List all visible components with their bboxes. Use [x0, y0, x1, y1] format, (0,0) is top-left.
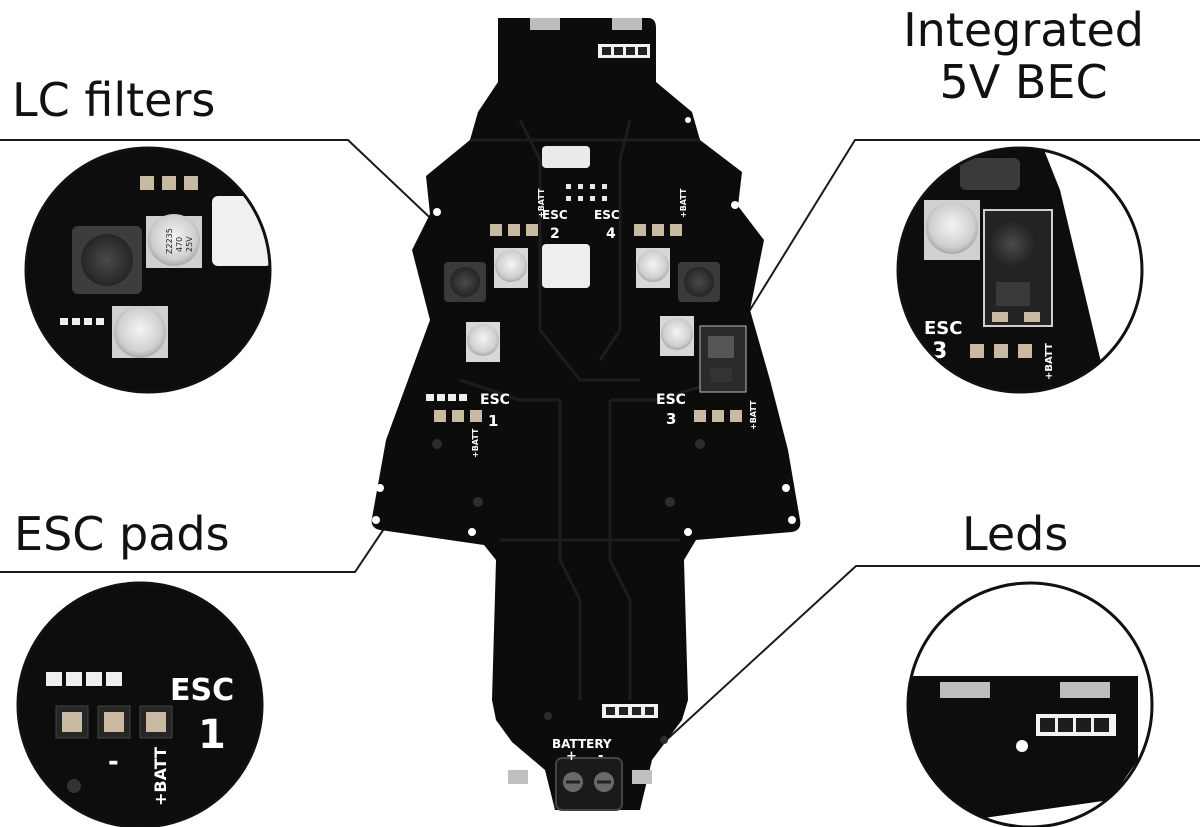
zoom-bec-batt: +BATT [1044, 343, 1055, 380]
zoom-lc-filters: Z2235 470 25V [24, 146, 272, 394]
zoom-pad-row [55, 705, 173, 739]
side-connector-left [508, 770, 528, 784]
esc4-label: ESC [594, 208, 620, 222]
zoom-capacitor-top: Z2235 470 25V [146, 214, 202, 268]
leader-bec [744, 139, 1200, 319]
zoom-cap-code: Z2235 [165, 228, 174, 254]
esc4-pads [634, 224, 682, 236]
mounting-slot-top [542, 146, 590, 168]
callout-esc-pads: ESC pads [14, 507, 230, 561]
capacitor-mid-right [660, 316, 694, 356]
capacitor-top-left [494, 248, 528, 288]
zoom-capacitor-bottom [112, 306, 168, 358]
esc2-number: 2 [550, 226, 560, 242]
zoom-inductor [72, 226, 142, 294]
zoom-led-strip [1036, 714, 1116, 736]
zoom-bec: ESC 3 +BATT [896, 146, 1144, 394]
callout-leds: Leds [962, 507, 1069, 561]
esc1-number: 1 [488, 412, 498, 430]
battery-label: BATTERY [552, 737, 612, 751]
leader-lc-filters [0, 139, 463, 249]
esc2-batt-label: +BATT [537, 188, 546, 218]
esc1-leds [426, 394, 467, 401]
zoom-bec-module [983, 209, 1053, 327]
zoom-bec-capacitor [924, 200, 980, 260]
dark-vias [432, 439, 705, 744]
leader-lines [0, 139, 1200, 745]
esc3-pads [694, 410, 742, 422]
callout-bec: Integrated 5V BEC [903, 4, 1144, 108]
esc3-label: ESC [656, 392, 686, 408]
esc3-batt-label: +BATT [749, 400, 758, 430]
side-connector-right [632, 770, 652, 784]
center-cutout [542, 244, 590, 288]
zoom-cap-value: 470 [175, 237, 184, 252]
callout-lc-filters: LC filters [12, 73, 216, 127]
inductor-right [678, 262, 720, 302]
led-strip-bottom [602, 704, 658, 718]
zoom-esc-minus: - [108, 747, 119, 777]
leader-leds [661, 565, 1200, 745]
capacitor-mid-left [466, 322, 500, 362]
zoom-esc-number: 1 [198, 712, 226, 758]
esc3-number: 3 [666, 410, 676, 428]
zoom-esc-batt: +BATT [151, 747, 170, 806]
zoom-led-connector-right [1060, 682, 1110, 698]
capacitor-top-right [636, 248, 670, 288]
edge-holes [372, 117, 796, 536]
battery-plus-label: + [566, 749, 577, 764]
battery-minus-label: - [598, 749, 603, 764]
battery-terminal [555, 757, 623, 811]
connector-right [612, 18, 642, 30]
zoom-led-row [46, 672, 122, 686]
zoom-esc-pads: ESC 1 - +BATT [16, 581, 264, 827]
callout-bec-line2: 5V BEC [939, 55, 1108, 109]
pcb-outline [371, 18, 801, 810]
led-strip-top [598, 44, 650, 58]
inductor-left [444, 262, 486, 302]
esc2-label: ESC [542, 208, 568, 222]
zoom-bec-esc-label: ESC [924, 318, 962, 339]
zoom-led-connector-left [940, 682, 990, 698]
esc4-number: 4 [606, 226, 616, 242]
esc4-batt-label: +BATT [679, 188, 688, 218]
zoom-leds [906, 581, 1154, 827]
bec-module [699, 325, 747, 393]
esc1-batt-label: +BATT [471, 428, 480, 458]
esc2-pads [490, 224, 538, 236]
connector-left [530, 18, 560, 30]
esc1-label: ESC [480, 392, 510, 408]
pad-grid [566, 184, 607, 201]
zoom-cap-voltage: 25V [185, 236, 194, 252]
callout-bec-line1: Integrated [903, 3, 1144, 57]
pcb-board: ESC 2 ESC 4 ESC 1 ESC 3 +BATT +BATT +BAT… [371, 18, 801, 811]
esc1-pads [434, 410, 482, 422]
zoom-esc-label: ESC [170, 673, 234, 708]
